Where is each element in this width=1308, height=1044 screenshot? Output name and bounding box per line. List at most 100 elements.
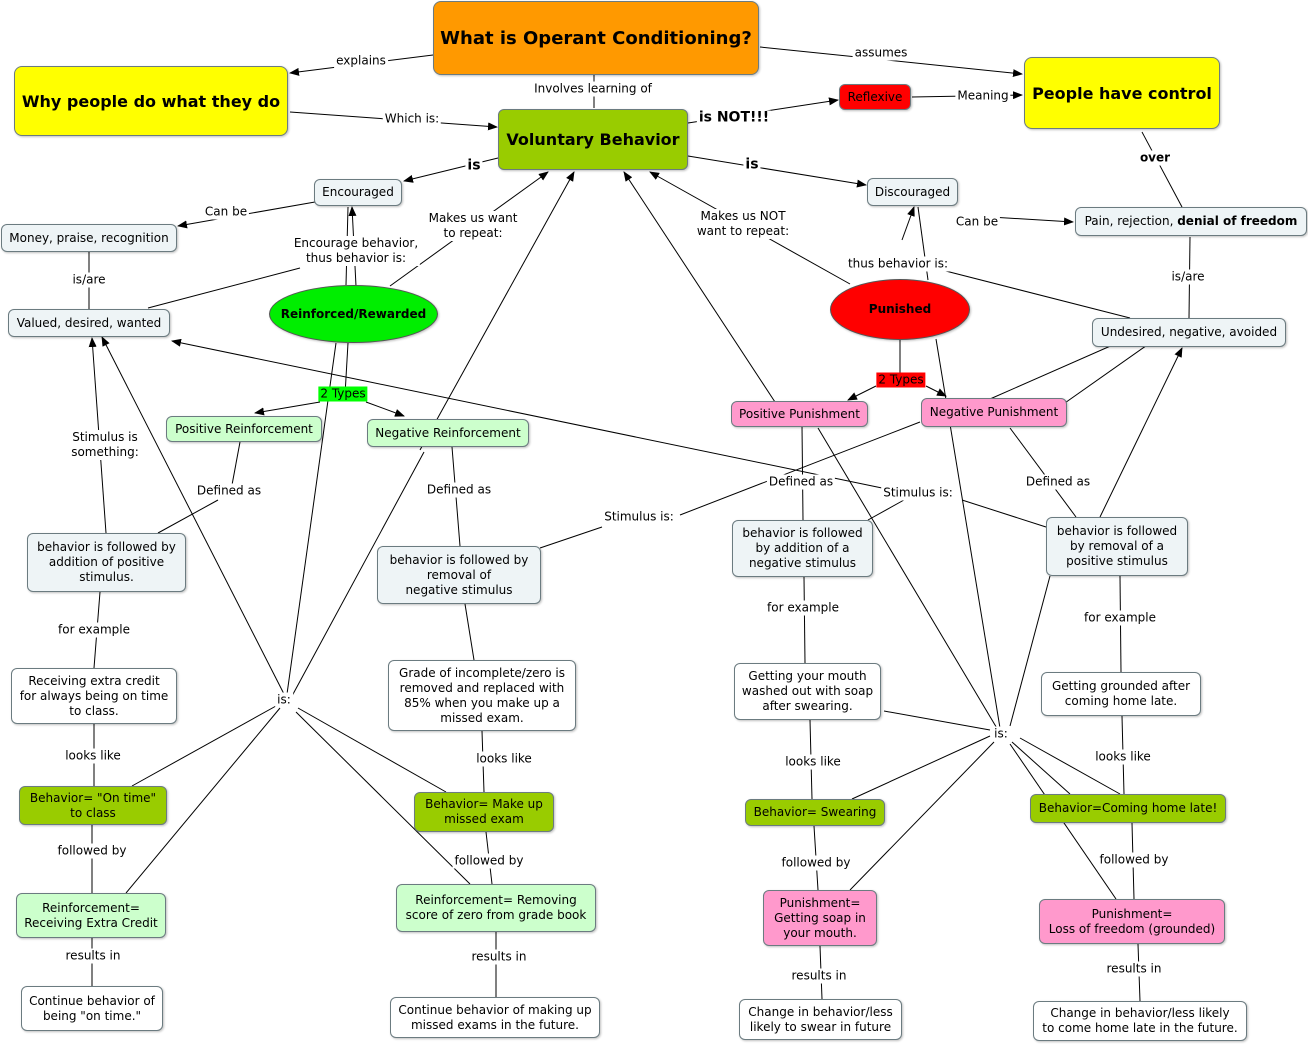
res-pr-node[interactable]: Continue behavior of being "on time." — [21, 986, 163, 1031]
beh-pr-node[interactable]: Behavior= "On time" to class — [19, 786, 167, 825]
ex-pp-node[interactable]: Getting your mouth washed out with soap … — [734, 663, 881, 720]
label-can-be-right: Can be — [953, 214, 1001, 230]
con-np-node[interactable]: Punishment= Loss of freedom (grounded) — [1039, 899, 1225, 944]
label-defined-pr: Defined as — [194, 483, 264, 499]
ex-nr-node[interactable]: Grade of incomplete/zero is removed and … — [388, 660, 576, 731]
label-results-np: results in — [1104, 961, 1164, 977]
money-node[interactable]: Money, praise, recognition — [1, 224, 177, 252]
label-defined-np: Defined as — [1023, 474, 1093, 490]
edge-pp-to-voluntary — [623, 171, 776, 403]
edge-hub-right-2 — [851, 735, 991, 800]
why-node[interactable]: Why people do what they do — [14, 66, 288, 136]
punished-node[interactable]: Punished — [830, 279, 970, 340]
res-pp-node[interactable]: Change in behavior/less likely to swear … — [739, 999, 902, 1040]
undesired-node[interactable]: Undesired, negative, avoided — [1092, 318, 1286, 347]
edge-assumes — [759, 46, 1023, 78]
control-node[interactable]: People have control — [1024, 57, 1220, 129]
label-looks-pr: looks like — [63, 748, 123, 764]
edge-defnp-to-undesired — [1099, 347, 1183, 518]
label-results-nr: results in — [469, 949, 529, 965]
edge-ex-nr — [464, 603, 475, 661]
label-followed-np: followed by — [1097, 852, 1171, 868]
edge-hub-left-6 — [297, 707, 447, 793]
edge-defined-np — [1009, 427, 1077, 518]
edge-defined-pr-b — [157, 499, 219, 534]
edge-np-to-undesired-b — [1061, 335, 1161, 406]
pain-text: Pain, rejection, — [1084, 214, 1178, 228]
label-is-left: is — [465, 157, 483, 174]
con-pp-node[interactable]: Punishment= Getting soap in your mouth. — [763, 890, 877, 946]
neg-pun-node[interactable]: Negative Punishment — [921, 398, 1067, 427]
edge-nr-to-voluntary — [419, 171, 575, 451]
label-stim-is-right: Stimulus is: — [881, 485, 955, 501]
neg-reinf-node[interactable]: Negative Reinforcement — [367, 419, 529, 447]
edge-hub-left-1 — [101, 336, 285, 695]
edge-two-types-right-c — [925, 385, 947, 397]
res-nr-node[interactable]: Continue behavior of making up missed ex… — [390, 997, 600, 1038]
encouraged-node[interactable]: Encouraged — [314, 179, 402, 206]
edge-is-discouraged — [687, 155, 867, 188]
pos-pun-node[interactable]: Positive Punishment — [731, 401, 868, 427]
edge-hub-right-1 — [883, 710, 991, 731]
edge-stim-right-c — [867, 499, 905, 521]
con-nr-node[interactable]: Reinforcement= Removing score of zero fr… — [396, 884, 596, 932]
label-meaning: Meaning — [955, 88, 1011, 104]
edge-hub-left-3 — [291, 451, 425, 697]
label-over: over — [1137, 150, 1173, 166]
label-is-hub-right: is: — [992, 726, 1010, 742]
label-can-be-left: Can be — [202, 204, 250, 220]
label-followed-pp: followed by — [779, 855, 853, 871]
label-defined-nr: Defined as — [424, 482, 494, 498]
valued-node[interactable]: Valued, desired, wanted — [8, 309, 170, 337]
ex-pr-node[interactable]: Receiving extra credit for always being … — [11, 668, 177, 724]
label-isare-left: is/are — [70, 272, 108, 288]
edge-hub-left-4 — [131, 705, 277, 787]
reinforced-node[interactable]: Reinforced/Rewarded — [269, 285, 438, 343]
beh-nr-node[interactable]: Behavior= Make up missed exam — [414, 792, 554, 832]
edge-stim-right-b — [171, 338, 883, 489]
edge-hub-left-5 — [125, 707, 281, 894]
label-results-pr: results in — [63, 948, 123, 964]
label-is-not: is NOT!!! — [696, 109, 772, 126]
pain-bold-text: denial of freedom — [1177, 214, 1298, 228]
reflexive-node[interactable]: Reflexive — [839, 84, 911, 110]
voluntary-node[interactable]: Voluntary Behavior — [498, 109, 688, 170]
ex-np-node[interactable]: Getting grounded after coming home late. — [1041, 672, 1201, 716]
label-defined-pp: Defined as — [766, 474, 836, 490]
label-is-hub-left: is: — [275, 692, 293, 708]
label-makes-not-repeat: Makes us NOT want to repeat: — [694, 209, 792, 239]
edge-two-types-left-a — [344, 342, 349, 396]
edge-hub-left-2 — [286, 342, 337, 695]
edge-hub-right-3 — [849, 741, 995, 891]
label-thus: thus behavior is: — [845, 256, 951, 272]
label-example-pr: for example — [56, 622, 132, 638]
con-pr-node[interactable]: Reinforcement= Receiving Extra Credit — [16, 893, 166, 938]
def-pp-node[interactable]: behavior is followed by addition of a ne… — [732, 520, 873, 577]
def-nr-node[interactable]: behavior is followed by removal of negat… — [377, 546, 541, 604]
edge-undesired-thus — [929, 266, 1131, 319]
def-pr-node[interactable]: behavior is followed by addition of posi… — [27, 533, 186, 592]
label-makes-repeat: Makes us want to repeat: — [426, 211, 520, 241]
label-two-types-left: 2 Types — [318, 386, 368, 402]
edge-hub-right-5 — [1019, 737, 1121, 795]
res-np-node[interactable]: Change in behavior/less likely to come h… — [1033, 1001, 1247, 1041]
edge-defined-pp — [801, 425, 804, 521]
edge-pp-to-hub — [817, 427, 999, 731]
label-example-pp: for example — [765, 600, 841, 616]
label-looks-np: looks like — [1093, 749, 1153, 765]
beh-pp-node[interactable]: Behavior= Swearing — [745, 799, 885, 826]
label-example-np: for example — [1082, 610, 1158, 626]
beh-np-node[interactable]: Behavior=Coming home late! — [1030, 794, 1226, 823]
title-node[interactable]: What is Operant Conditioning? — [433, 1, 759, 75]
edge-two-types-left-b — [254, 401, 321, 416]
label-followed-pr: followed by — [55, 843, 129, 859]
discouraged-node[interactable]: Discouraged — [867, 178, 958, 206]
def-np-node[interactable]: behavior is followed by removal of a pos… — [1046, 517, 1188, 576]
edge-stim-right-a — [961, 499, 1047, 528]
label-stim-is-mid: Stimulus is: — [602, 509, 676, 525]
edge-defined-pr-a — [231, 441, 241, 486]
label-which-is: Which is: — [382, 111, 442, 127]
pos-reinf-node[interactable]: Positive Reinforcement — [166, 416, 322, 442]
pain-node[interactable]: Pain, rejection, denial of freedom — [1075, 207, 1307, 236]
edge-is-encouraged — [403, 157, 499, 183]
